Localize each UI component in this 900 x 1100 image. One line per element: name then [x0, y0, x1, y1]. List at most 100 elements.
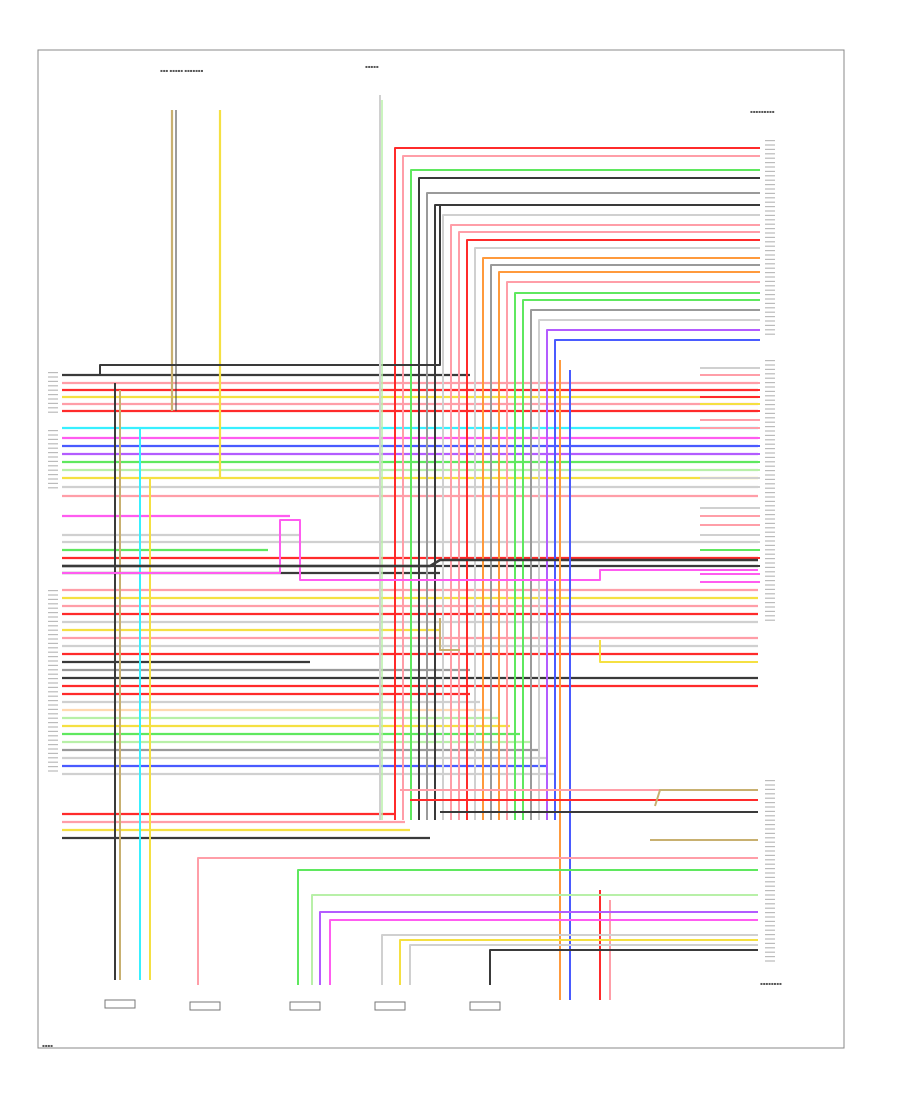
right-pin-mark-mid-46: [765, 562, 775, 564]
left-pin-mark-lower-29: [48, 717, 58, 719]
right-pin-mark-lower-9: [765, 819, 775, 821]
left-pin-mark-lower-2: [48, 598, 58, 600]
right-pin-mark-mid-31: [765, 496, 775, 498]
right-pin-mark-upper-14: [765, 201, 775, 203]
right-pin-mark-mid-56: [765, 606, 775, 608]
right-pin-mark-lower-35: [765, 934, 775, 936]
right-pin-mark-mid-24: [765, 465, 775, 467]
left-pin-mark-mid-5: [48, 452, 58, 454]
wire-51: [402, 155, 760, 820]
right-pin-mark-upper-9: [765, 179, 775, 181]
right-pin-mark-mid-48: [765, 571, 775, 573]
left-pin-mark-lower-35: [48, 744, 58, 746]
wire-70: [554, 339, 760, 820]
right-pin-mark-upper-23: [765, 241, 775, 243]
labels: ▪▪▪ ▪▪▪▪▪ ▪▪▪▪▪▪▪▪▪▪▪▪▪▪▪▪▪▪▪▪▪▪▪▪▪▪▪▪▪: [48, 64, 782, 986]
wire-68: [538, 319, 760, 820]
wire-123: [319, 911, 758, 985]
right-pin-mark-lower-30: [765, 912, 775, 914]
right-pin-mark-mid-29: [765, 487, 775, 489]
right-pin-mark-upper-21: [765, 232, 775, 234]
wire-120: [197, 857, 758, 985]
right-pin-mark-mid-18: [765, 439, 775, 441]
left-pin-mark-upper-4: [48, 389, 58, 391]
right-pin-mark-upper-22: [765, 236, 775, 238]
right-pin-mark-upper-24: [765, 245, 775, 247]
right-pin-mark-lower-27: [765, 898, 775, 900]
left-pin-mark-mid-9: [48, 469, 58, 471]
right-pin-mark-mid-9: [765, 399, 775, 401]
wire-122: [311, 894, 758, 985]
left-pin-mark-lower-8: [48, 625, 58, 627]
right-pin-mark-mid-25: [765, 470, 775, 472]
right-pin-mark-mid-33: [765, 505, 775, 507]
right-pin-mark-upper-19: [765, 223, 775, 225]
wire-58: [458, 231, 760, 820]
right-pin-mark-upper-28: [765, 263, 775, 265]
right-pin-mark-lower-26: [765, 894, 775, 896]
right-pin-mark-upper-37: [765, 302, 775, 304]
right-pin-mark-lower-20: [765, 868, 775, 870]
wires: [62, 95, 760, 1000]
right-pin-mark-mid-57: [765, 610, 775, 612]
right-pin-mark-upper-27: [765, 258, 775, 260]
right-pin-mark-upper-3: [765, 153, 775, 155]
right-pin-mark-upper-0: [765, 140, 775, 142]
right-pin-mark-lower-8: [765, 815, 775, 817]
right-pin-mark-mid-58: [765, 615, 775, 617]
left-pin-mark-lower-26: [48, 704, 58, 706]
wire-61: [482, 257, 760, 820]
left-pin-mark-lower-24: [48, 695, 58, 697]
left-pin-mark-upper-7: [48, 402, 58, 404]
left-pin-mark-lower-9: [48, 629, 58, 631]
right-pin-mark-upper-17: [765, 214, 775, 216]
left-pin-mark-mid-4: [48, 447, 58, 449]
right-pin-mark-mid-51: [765, 584, 775, 586]
right-pin-mark-lower-23: [765, 881, 775, 883]
right-pin-mark-lower-0: [765, 780, 775, 782]
right-pin-mark-mid-26: [765, 474, 775, 476]
page-ref-label: ▪▪▪▪: [42, 1043, 53, 1048]
left-pin-mark-lower-38: [48, 757, 58, 759]
right-pin-mark-mid-44: [765, 553, 775, 555]
speaker-icon-4: [469, 1001, 501, 1011]
right-pin-mark-upper-4: [765, 157, 775, 159]
right-pin-mark-upper-6: [765, 166, 775, 168]
left-pin-mark-upper-5: [48, 394, 58, 396]
right-pin-mark-upper-39: [765, 311, 775, 313]
right-pin-mark-mid-13: [765, 417, 775, 419]
wire-54: [426, 192, 760, 820]
right-pin-mark-upper-18: [765, 219, 775, 221]
right-pin-mark-lower-22: [765, 876, 775, 878]
right-pin-mark-lower-15: [765, 846, 775, 848]
wire-125: [381, 934, 758, 985]
left-pin-mark-lower-6: [48, 616, 58, 618]
left-pin-mark-lower-27: [48, 708, 58, 710]
right-pin-mark-upper-5: [765, 162, 775, 164]
right-pin-mark-mid-22: [765, 456, 775, 458]
left-pin-mark-lower-5: [48, 612, 58, 614]
left-pin-mark-mid-11: [48, 478, 58, 480]
right-pin-mark-lower-11: [765, 828, 775, 830]
wire-69: [546, 329, 760, 820]
right-pin-mark-mid-45: [765, 558, 775, 560]
left-pin-mark-mid-3: [48, 443, 58, 445]
left-pin-mark-upper-2: [48, 380, 58, 382]
right-pin-mark-mid-8: [765, 395, 775, 397]
right-pin-mark-lower-32: [765, 920, 775, 922]
right-pin-mark-mid-12: [765, 412, 775, 414]
right-pin-mark-mid-4: [765, 377, 775, 379]
right-pin-mark-mid-16: [765, 430, 775, 432]
right-pin-mark-lower-17: [765, 854, 775, 856]
right-pin-mark-mid-14: [765, 421, 775, 423]
right-pin-mark-upper-25: [765, 250, 775, 252]
right-pin-mark-upper-15: [765, 206, 775, 208]
right-pin-mark-mid-42: [765, 544, 775, 546]
right-pin-mark-lower-34: [765, 929, 775, 931]
left-pin-mark-lower-41: [48, 770, 58, 772]
right-pin-mark-upper-12: [765, 192, 775, 194]
right-pin-mark-lower-1: [765, 784, 775, 786]
wire-63: [498, 271, 760, 820]
wire-56: [442, 214, 760, 820]
right-pin-mark-lower-36: [765, 938, 775, 940]
